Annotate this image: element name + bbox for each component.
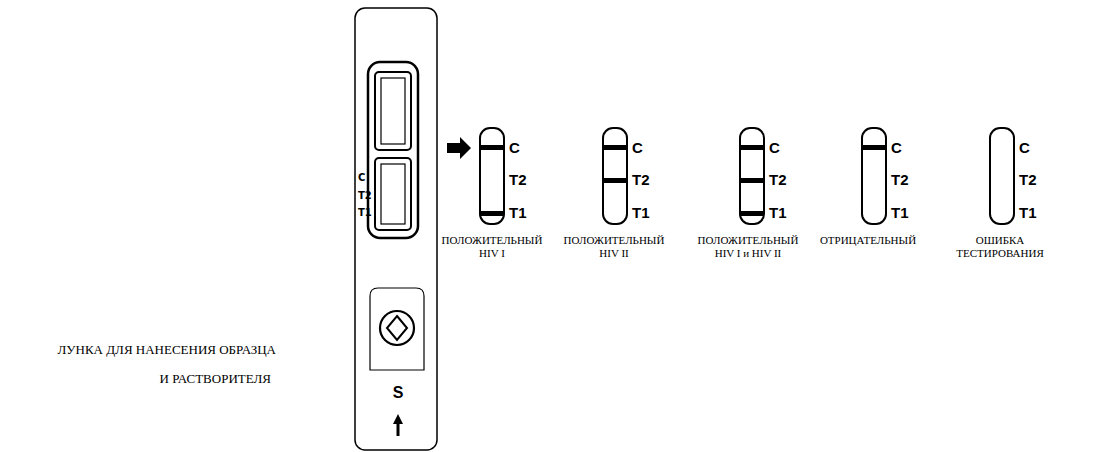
line-mark: T2 — [509, 171, 527, 188]
result-caption: ОТРИЦАТЕЛЬНЫЙ — [819, 234, 918, 247]
window-mark: T2 — [358, 190, 372, 202]
line-mark: T1 — [509, 204, 527, 221]
result-caption: ПОЛОЖИТЕЛЬНЫЙ HIV I — [441, 234, 544, 259]
result-strips — [480, 128, 1014, 224]
result-strip — [990, 128, 1014, 224]
result-strip — [862, 128, 886, 224]
pointer-arrow — [447, 137, 471, 159]
line-mark: T1 — [769, 204, 787, 221]
sample-mark: S — [393, 384, 404, 402]
line-mark: T2 — [1019, 171, 1037, 188]
test-band — [741, 178, 763, 183]
test-band — [741, 211, 763, 216]
result-caption: ПОЛОЖИТЕЛЬНЫЙ HIV II — [563, 234, 666, 259]
result-strip — [740, 128, 764, 224]
test-band — [741, 145, 763, 150]
cassette — [355, 8, 437, 450]
line-mark: T1 — [1019, 204, 1037, 221]
test-band — [604, 145, 626, 150]
line-mark: C — [509, 139, 520, 156]
test-band — [481, 145, 503, 150]
test-band — [604, 178, 626, 183]
line-mark: C — [891, 139, 902, 156]
test-band — [481, 211, 503, 216]
window-mark: T1 — [358, 207, 372, 219]
result-strip — [603, 128, 627, 224]
line-mark: T2 — [632, 171, 650, 188]
line-mark: T1 — [632, 204, 650, 221]
line-mark: C — [632, 139, 643, 156]
result-caption: ПОЛОЖИТЕЛЬНЫЙ HIV I и HIV II — [697, 234, 800, 259]
line-mark: T1 — [891, 204, 909, 221]
line-mark: C — [1019, 139, 1030, 156]
test-band — [863, 145, 885, 150]
line-mark: T2 — [769, 171, 787, 188]
flow-arrow — [393, 414, 403, 436]
line-mark: C — [769, 139, 780, 156]
well-caption: И РАСТВОРИТЕЛЯ — [160, 372, 271, 387]
line-mark: T2 — [891, 171, 909, 188]
result-strip — [480, 128, 504, 224]
well-caption: ЛУНКА ДЛЯ НАНЕСЕНИЯ ОБРАЗЦА — [57, 343, 276, 358]
result-caption: ОШИБКА ТЕСТИРОВАНИЯ — [955, 234, 1045, 259]
window-mark: C — [358, 172, 365, 184]
